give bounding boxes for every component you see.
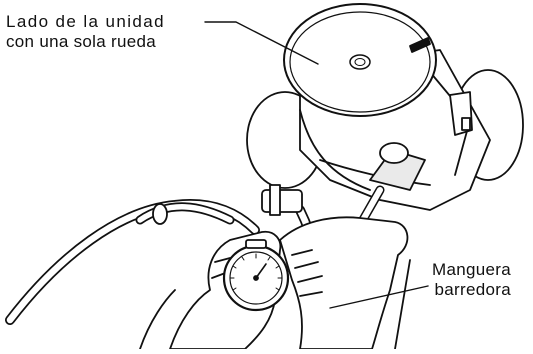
right-hand	[279, 216, 409, 350]
pressure-gauge	[222, 239, 290, 312]
pool-cleaner-unit	[246, 3, 524, 211]
single-wheel-disc	[283, 3, 437, 117]
callout-wheel-side: Lado de la unidad con una sola rueda	[6, 12, 165, 52]
leader-line-wheel	[204, 21, 319, 65]
callout-hose-line1: Manguera	[432, 260, 511, 279]
wheel-hub	[349, 54, 371, 70]
callout-wheel-side-line2: con una sola rueda	[6, 32, 157, 51]
callout-wheel-side-line1: Lado de la unidad	[6, 12, 165, 31]
callout-hose: Manguera barredora	[432, 260, 511, 300]
callout-hose-line2: barredora	[434, 280, 511, 299]
leader-line-hose	[329, 285, 429, 309]
wheel-marking	[409, 37, 431, 53]
